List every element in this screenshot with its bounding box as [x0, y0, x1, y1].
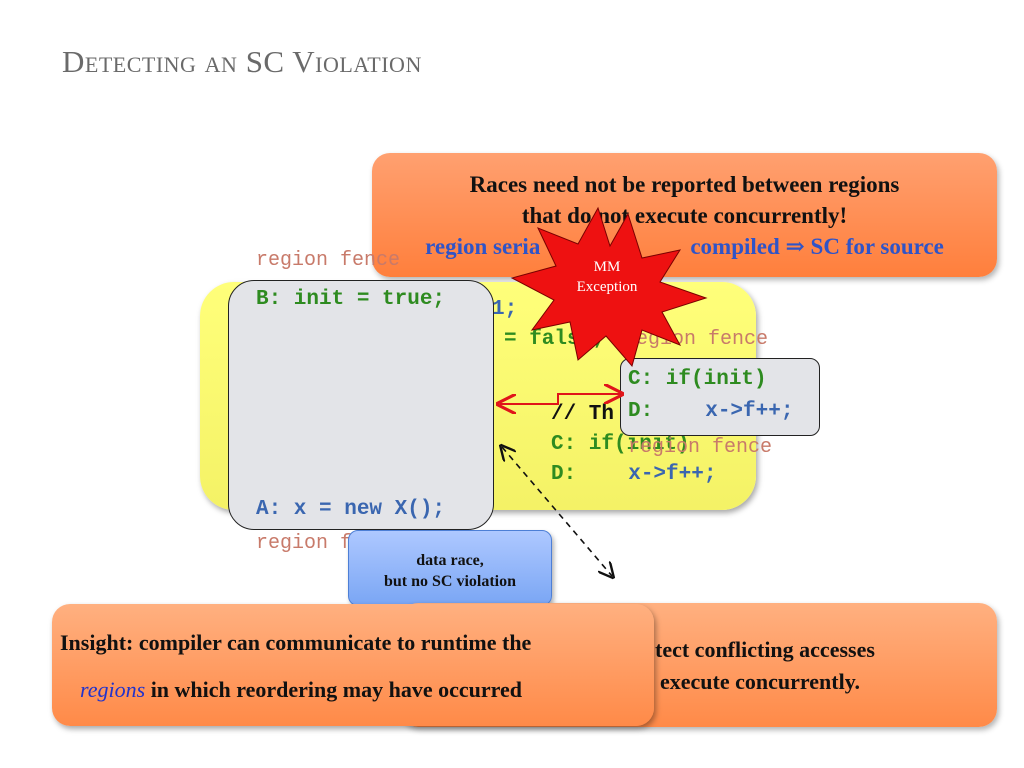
code-d-expr: x->f++; [628, 463, 717, 486]
callout-races-line1: Races need not be reported between regio… [469, 172, 900, 197]
region-right-d-line: D: x->f++; [628, 400, 793, 423]
callout-insight-line2: regions in which reordering may have occ… [80, 677, 522, 703]
region-right-d-label: D: [628, 400, 654, 423]
slide-title: Detecting an SC Violation [62, 44, 422, 79]
callout-races-line3-a: region seria [425, 234, 541, 259]
callout-insight-line1: Insight: compiler can communicate to run… [60, 630, 532, 655]
callout-insight-regions: regions [80, 677, 146, 702]
callout-detect-line2: execute concurrently. [660, 669, 860, 694]
fence-top-left: region fence [256, 249, 401, 272]
mm-exception-line1: MM [593, 259, 621, 275]
region-box-right [620, 358, 820, 436]
region-right-d-expr: x->f++; [705, 400, 794, 423]
data-race-note-line2: but no SC violation [383, 573, 517, 590]
callout-races-line3-b: compiled ⇒ SC for source [690, 234, 944, 259]
callout-races-line2: that do not execute concurrently! [521, 203, 848, 228]
data-race-note: data race, but no SC violation [348, 530, 552, 606]
callout-insight-rest: in which reordering may have occurred [145, 677, 523, 702]
region-right-c-line: C: if(init) [628, 368, 767, 391]
mm-exception-line2: Exception [576, 279, 638, 295]
region-left-a-line: A: x = new X(); [256, 498, 446, 521]
fence-right-mid: region fence [628, 436, 773, 459]
data-race-note-line1: data race, [416, 552, 484, 569]
code-partial-top: 1; [492, 298, 518, 321]
mm-exception-label: MM Exception [560, 257, 654, 297]
callout-detect-line1: tect conflicting accesses [655, 637, 875, 662]
region-left-b-line: B: init = true; [256, 288, 446, 311]
region-box-left [228, 280, 494, 530]
callout-insight [52, 604, 654, 726]
callout-races-line3: region seria compiled ⇒ SC for source [372, 231, 997, 262]
reorder-arrow-icon [500, 394, 620, 404]
mm-exception-burst-icon [510, 206, 708, 368]
callout-races: Races need not be reported between regio… [372, 153, 997, 277]
